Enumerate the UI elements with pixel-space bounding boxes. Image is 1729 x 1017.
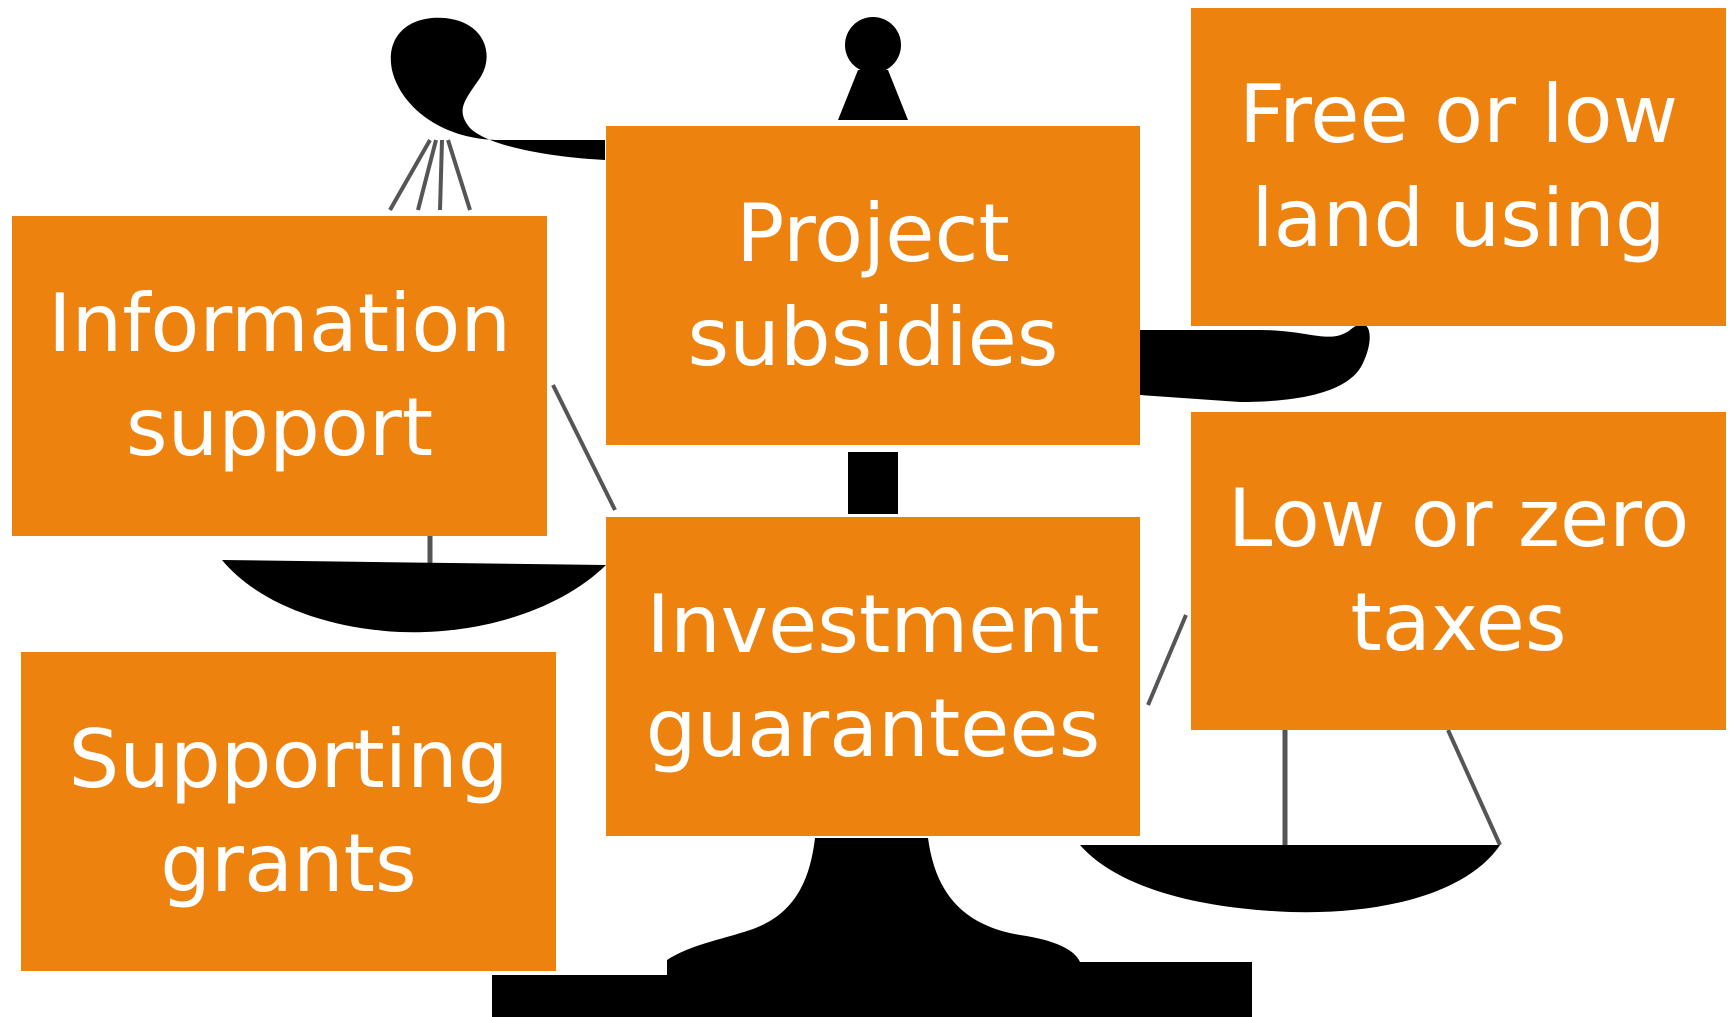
scale-right-arm-icon [1140,324,1370,402]
information-support-box: Information support [12,216,547,536]
low-taxes-line-2: taxes [1350,576,1567,669]
supporting-grants-box: Supporting grants [21,652,556,971]
scale-finial-base-icon [838,70,908,120]
investment-guarantees-box: Investment guarantees [606,517,1140,836]
supporting-grants-line-1: Supporting [68,712,509,806]
information-support-line-2: support [125,381,434,474]
scale-finial-icon [845,17,901,73]
scale-left-string-icon [388,139,432,211]
investment-guarantees-line-1: Investment [646,577,1100,671]
supporting-grants-line-2: grants [160,816,417,910]
scale-left-arm-icon [390,17,605,160]
project-subsidies-box: Project subsidies [606,126,1140,445]
scale-base-icon [492,838,1252,1017]
information-support-line-1: Information [47,277,512,370]
free-land-box: Free or low land using [1191,8,1726,326]
scale-left-pan-icon [222,560,606,633]
project-subsidies-line-1: Project [736,186,1010,280]
low-taxes-box: Low or zero taxes [1191,412,1726,730]
scale-right-pan-icon [1080,845,1500,913]
project-subsidies-line-2: subsidies [687,290,1059,384]
free-land-line-2: land using [1251,172,1666,265]
scale-post-icon [848,452,898,514]
investment-guarantees-line-2: guarantees [645,681,1101,775]
free-land-line-1: Free or low [1238,68,1679,161]
low-taxes-line-1: Low or zero [1227,472,1690,565]
